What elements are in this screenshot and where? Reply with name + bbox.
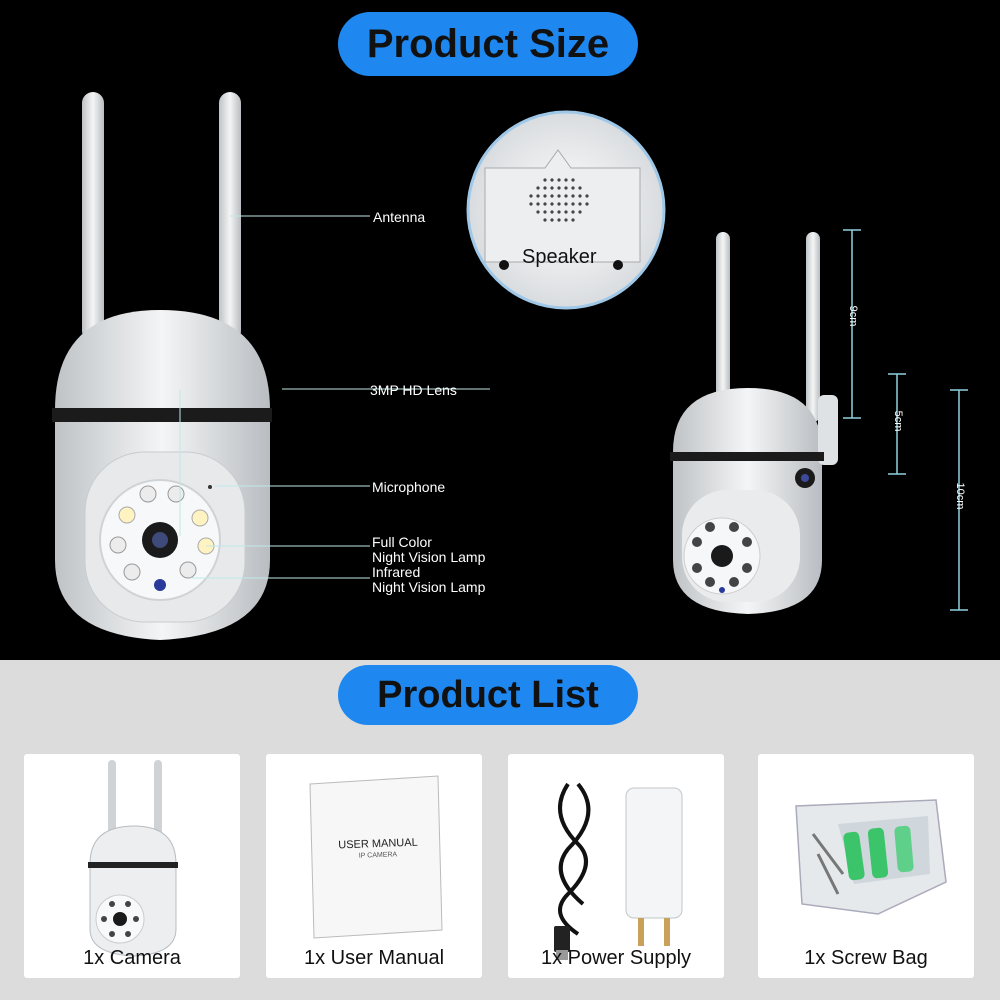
item-card-camera: 1x Camera <box>24 754 240 978</box>
product-size-illustration <box>52 92 968 640</box>
small-camera-image <box>670 232 838 614</box>
dimension-lines <box>843 229 968 611</box>
product-list-heading: Product List <box>338 665 638 725</box>
item-card-screws: 1x Screw Bag <box>758 754 974 978</box>
speaker-label: Speaker <box>522 246 597 268</box>
lens-label: 3MP HD Lens <box>370 382 457 398</box>
head-height-label: 5cm <box>892 410 904 432</box>
callout-lines <box>179 215 490 579</box>
infrared-label-line1: Infrared <box>372 564 421 580</box>
screw-bag-icon <box>795 799 947 915</box>
left-antenna-icon <box>82 92 104 342</box>
infrared-label-line2: Night Vision Lamp <box>372 579 486 595</box>
item-label-camera: 1x Camera <box>83 947 181 969</box>
large-camera-image <box>52 92 272 640</box>
item-card-power: 1x Power Supply <box>508 754 724 978</box>
right-antenna-icon <box>219 92 241 342</box>
item-card-manual: USER MANUAL IP CAMERA 1x User Manual <box>266 754 482 978</box>
manual-icon <box>309 775 443 939</box>
full-color-label-line2: Night Vision Lamp <box>372 549 486 565</box>
full-color-label-line1: Full Color <box>372 534 432 550</box>
item-label-manual: 1x User Manual <box>303 947 445 969</box>
antenna-height-label: 9cm <box>847 305 859 327</box>
microphone-label: Microphone <box>372 479 446 495</box>
item-label-screws: 1x Screw Bag <box>804 947 928 969</box>
item-label-power: 1x Power Supply <box>540 947 692 969</box>
speaker-inset <box>466 110 666 310</box>
product-size-heading: Product Size <box>338 12 638 76</box>
power-adapter-icon <box>554 782 683 960</box>
camera-icon <box>88 760 178 957</box>
speaker-grille-icon <box>529 178 589 222</box>
total-height-label: 10cm <box>954 482 966 510</box>
antenna-label: Antenna <box>373 209 426 225</box>
